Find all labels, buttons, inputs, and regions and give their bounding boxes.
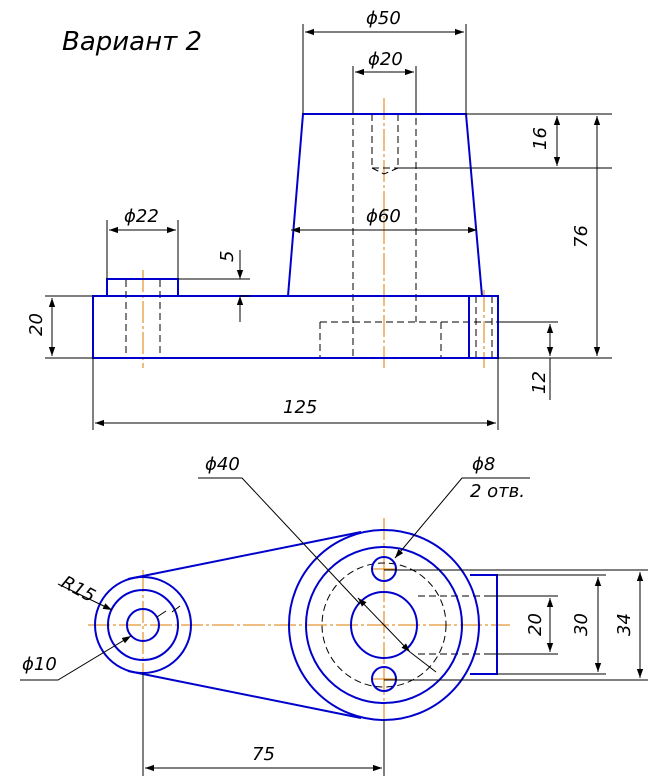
dim-small-holes: ϕ8 <box>472 454 495 475</box>
leader-end-hole <box>20 635 132 681</box>
drawing-title: Вариант 2 <box>62 27 202 57</box>
dim-bore-diameter: ϕ40 <box>205 454 240 475</box>
leader-small-holes <box>394 477 530 559</box>
top-small-hole-upper <box>371 556 397 582</box>
hidden-line-drill-point <box>371 167 399 175</box>
dim-boss-height: 5 <box>217 251 238 262</box>
dim-slot-width: 20 <box>525 613 546 636</box>
top-lug-outline <box>470 574 498 675</box>
dim-center-distance: 75 <box>252 744 275 765</box>
dim-boss-diameter: ϕ22 <box>124 206 159 227</box>
front-view: ϕ50 ϕ20 ϕ60 ϕ22 16 76 5 20 12 125 <box>26 8 612 430</box>
leader-bore-diameter <box>198 477 361 605</box>
dim-small-holes-count: 2 отв. <box>470 481 525 502</box>
dim-hole-depth: 16 <box>530 127 551 150</box>
dim-lug-width: 34 <box>614 613 635 636</box>
dim-base-diameter: ϕ60 <box>366 206 401 227</box>
front-base-plate <box>92 295 499 359</box>
dim-slot-width-outer: 30 <box>571 613 592 636</box>
dim-end-radius: R15 <box>58 572 99 607</box>
top-small-hole-lower <box>371 666 397 692</box>
top-view: ϕ40 ϕ8 2 отв. R15 ϕ10 20 30 34 75 <box>20 454 648 776</box>
top-arm-lower-edge <box>127 670 362 719</box>
dim-top-diameter: ϕ50 <box>366 8 401 29</box>
dim-base-height: 20 <box>26 313 47 336</box>
dim-length: 125 <box>283 397 317 418</box>
dim-total-height: 76 <box>571 225 592 248</box>
top-end-boss-circle <box>107 589 179 661</box>
top-bore-circle <box>350 591 418 659</box>
dim-recess-height: 12 <box>529 371 550 394</box>
dim-hole-diameter: ϕ20 <box>368 49 403 70</box>
leader-end-radius <box>57 583 113 611</box>
front-frustum <box>286 113 484 297</box>
top-middle-circle <box>305 546 463 704</box>
dim-line-bore-diameter <box>357 597 411 653</box>
top-arm-upper-edge <box>127 531 362 580</box>
hidden-circle-bore-base <box>321 562 447 688</box>
front-boss <box>106 278 179 297</box>
top-end-hole-circle <box>126 608 160 642</box>
dim-end-hole: ϕ10 <box>22 654 57 675</box>
